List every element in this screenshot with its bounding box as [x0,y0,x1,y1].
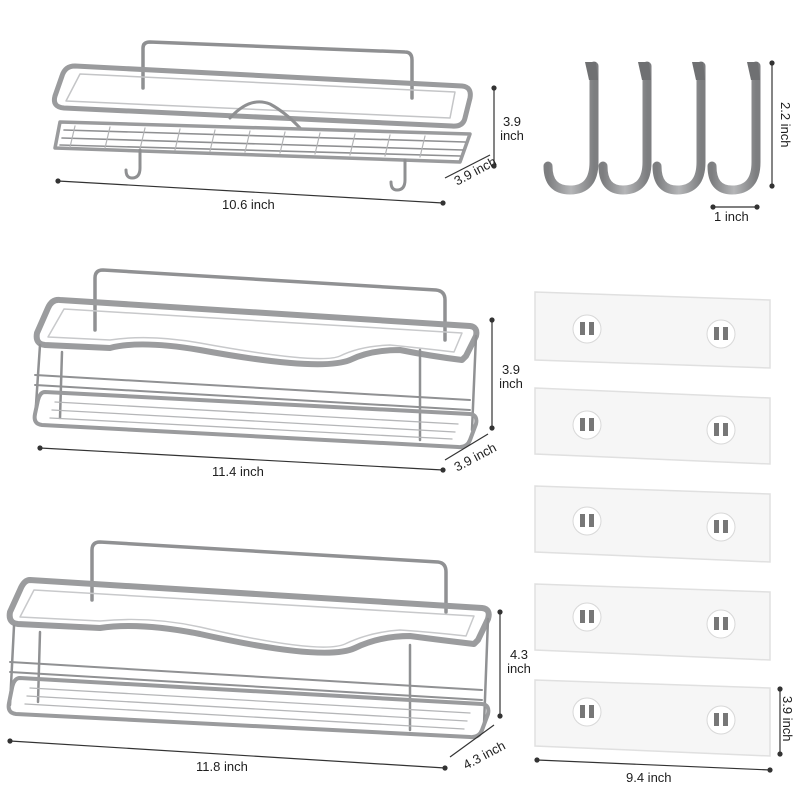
adhesive-pad-3 [534,485,771,563]
s-hook-2 [598,61,652,195]
adhesive-pad-5 [534,679,771,757]
pads-width-label: 9.4 inch [626,770,672,785]
shelf-large-height-label: 4.3 inch [501,648,537,676]
shelf-medium-height-value: 3.9 [501,362,521,377]
shelf-small-height-label: 3.9 inch [494,115,530,143]
shelf-large-height-value: 4.3 [509,647,529,662]
hooks-width-label: 1 inch [714,209,749,224]
dim-lines-hooks [710,60,775,210]
adhesive-pad-2 [534,387,771,465]
shelf-large-height-unit: inch [507,661,531,676]
adhesive-pad-1 [534,291,771,369]
dim-lines-medium [37,317,495,473]
dim-lines-pads [534,686,783,773]
dim-lines-small [55,85,497,206]
pads-height-label: 3.9 inch [780,696,795,742]
dim-lines-large [7,609,503,771]
shelf-large [6,540,492,740]
shelf-medium-height-label: 3.9 inch [493,363,529,391]
shelf-large-width-label: 11.8 inch [196,759,248,774]
shelf-medium-width-label: 11.4 inch [212,464,264,479]
shelf-medium-height-unit: inch [499,376,523,391]
s-hook-4 [707,61,761,195]
adhesive-pad-4 [534,583,771,661]
s-hooks [543,61,761,195]
adhesive-pads [534,291,771,757]
s-hook-1 [543,61,599,195]
shelf-small [51,40,473,192]
shelf-small-width-label: 10.6 inch [222,197,275,212]
shelf-small-height-unit: inch [500,128,524,143]
hooks-height-label: 2.2 inch [778,102,793,148]
shelf-medium [32,268,480,450]
shelf-small-height-value: 3.9 [502,114,522,129]
s-hook-3 [652,61,706,195]
